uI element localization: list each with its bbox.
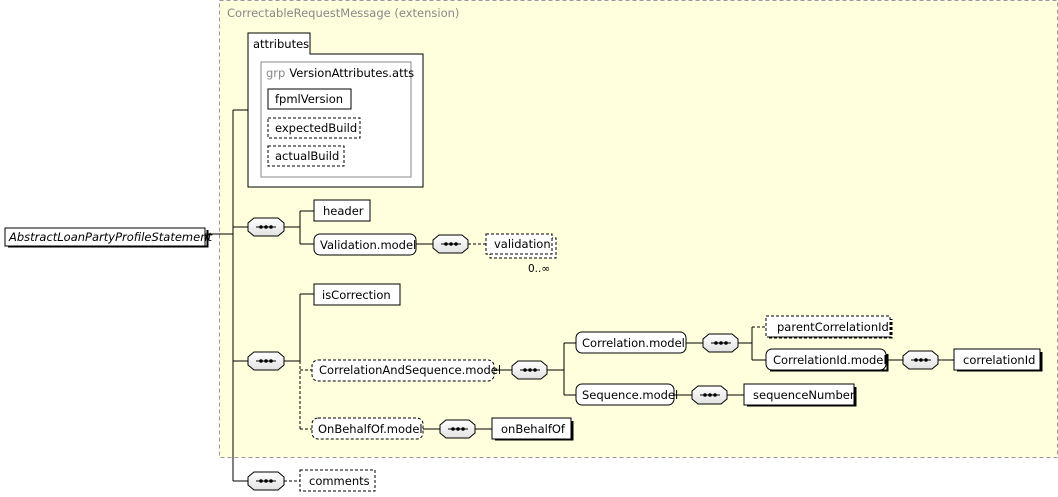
svg-text:CorrelationAndSequence.model: CorrelationAndSequence.model — [319, 363, 501, 377]
root-label: AbstractLoanPartyProfileStatement — [8, 230, 212, 244]
sequence-compositor-2[interactable] — [432, 234, 469, 254]
sequence-compositor-8[interactable] — [439, 419, 476, 439]
svg-text:actualBuild: actualBuild — [275, 149, 339, 163]
group-validation-model[interactable]: Validation.model — [313, 233, 417, 256]
sequence-compositor-3[interactable] — [247, 351, 285, 371]
svg-text:sequenceNumber: sequenceNumber — [753, 388, 855, 402]
svg-text:OnBehalfOf.model: OnBehalfOf.model — [318, 422, 423, 436]
sequence-compositor-9[interactable] — [247, 471, 285, 491]
extension-label: CorrectableRequestMessage (extension) — [227, 6, 459, 20]
element-sequence-number[interactable]: sequenceNumber — [743, 383, 857, 407]
svg-text:CorrelationId.model: CorrelationId.model — [773, 353, 887, 367]
group-correlation-and-sequence-model[interactable]: CorrelationAndSequence.model — [311, 359, 501, 382]
validation-occurs: 0..∞ — [528, 263, 550, 275]
sequence-compositor-5[interactable] — [702, 333, 739, 353]
sequence-compositor-4[interactable] — [511, 360, 548, 380]
svg-text:Correlation.model: Correlation.model — [582, 336, 685, 350]
svg-text:fpmlVersion: fpmlVersion — [275, 92, 343, 106]
element-comments[interactable]: comments — [299, 469, 376, 492]
sequence-compositor-1[interactable] — [247, 217, 285, 237]
attribute-expected-build[interactable]: expectedBuild — [267, 117, 361, 139]
svg-text:parentCorrelationId: parentCorrelationId — [777, 320, 889, 334]
svg-text:onBehalfOf: onBehalfOf — [501, 422, 566, 436]
group-correlation-id-model[interactable]: CorrelationId.model — [765, 348, 889, 372]
element-parent-correlation-id[interactable]: parentCorrelationId — [765, 315, 893, 339]
element-is-correction[interactable]: isCorrection — [313, 283, 401, 306]
svg-text:comments: comments — [309, 474, 370, 488]
svg-text:Sequence.model: Sequence.model — [582, 388, 678, 402]
connectors — [205, 109, 954, 482]
svg-text:expectedBuild: expectedBuild — [275, 121, 357, 135]
element-header[interactable]: header — [313, 199, 371, 222]
group-correlation-model[interactable]: Correlation.model — [575, 331, 687, 354]
attribute-actual-build[interactable]: actualBuild — [267, 145, 345, 167]
svg-text:validation: validation — [494, 237, 551, 251]
svg-text:Validation.model: Validation.model — [320, 238, 416, 252]
svg-text:header: header — [323, 204, 364, 218]
group-on-behalf-of-model[interactable]: OnBehalfOf.model — [311, 417, 424, 440]
svg-text:isCorrection: isCorrection — [322, 288, 391, 302]
element-validation[interactable]: validation 0..∞ — [485, 233, 557, 275]
attributes-tab-label: attributes — [253, 37, 309, 51]
element-correlation-id[interactable]: correlationId — [953, 348, 1043, 372]
sequence-compositor-7[interactable] — [691, 385, 728, 405]
svg-text:correlationId: correlationId — [963, 353, 1035, 367]
group-sequence-model[interactable]: Sequence.model — [575, 383, 678, 406]
root-element[interactable]: AbstractLoanPartyProfileStatement — [4, 227, 212, 248]
attribute-fpml-version[interactable]: fpmlVersion — [267, 88, 352, 110]
sequence-compositor-6[interactable] — [902, 350, 939, 370]
element-on-behalf-of[interactable]: onBehalfOf — [491, 417, 574, 441]
